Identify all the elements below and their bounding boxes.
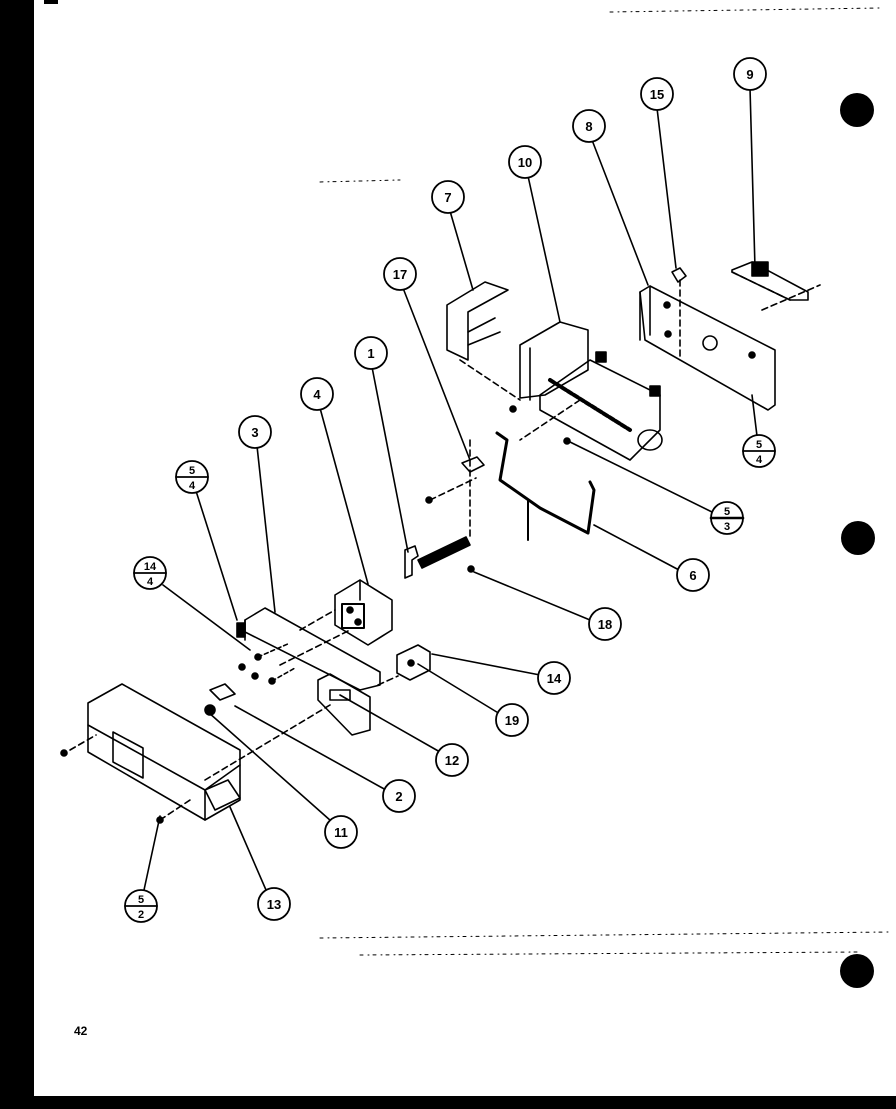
part-1-switch: [404, 536, 475, 579]
part-19-capacitor: [377, 644, 431, 686]
part-8-mounting-plate: [639, 279, 821, 411]
callout-19: 19: [495, 703, 529, 737]
callout-5-2: 5 2: [124, 889, 158, 923]
callouts: 9 15 8 10 7 17 1 4 3 5 4 14 4 5 4 5 3 6 …: [124, 57, 776, 923]
callout-10: 10: [508, 145, 542, 179]
svg-text:15: 15: [650, 87, 664, 102]
callout-11: 11: [324, 815, 358, 849]
callout-9: 9: [733, 57, 767, 91]
svg-text:3: 3: [251, 425, 258, 440]
callout-1: 1: [354, 336, 388, 370]
svg-text:3: 3: [724, 521, 730, 533]
svg-text:8: 8: [585, 119, 592, 134]
svg-text:17: 17: [393, 267, 407, 282]
svg-text:2: 2: [138, 909, 144, 921]
callout-2: 2: [382, 779, 416, 813]
callout-14-4: 14 4: [133, 556, 167, 590]
callout-13: 13: [257, 887, 291, 921]
svg-text:5: 5: [724, 506, 730, 518]
part-9-bracket: [731, 261, 809, 301]
callout-3: 3: [238, 415, 272, 449]
part-3-housing-plate: [236, 607, 381, 691]
svg-text:4: 4: [313, 387, 321, 402]
callout-7: 7: [431, 180, 465, 214]
callout-14: 14: [537, 661, 571, 695]
svg-text:6: 6: [689, 568, 696, 583]
svg-text:4: 4: [756, 454, 763, 466]
callout-17: 17: [383, 257, 417, 291]
svg-text:14: 14: [547, 671, 562, 686]
svg-text:13: 13: [267, 897, 281, 912]
svg-text:18: 18: [598, 617, 612, 632]
svg-text:19: 19: [505, 713, 519, 728]
svg-text:10: 10: [518, 155, 532, 170]
binding-hole-middle: [841, 521, 875, 555]
page-number: 42: [74, 1024, 88, 1038]
callout-5-4-right: 5 4: [742, 434, 776, 468]
binding-hole-bottom: [840, 954, 874, 988]
svg-text:14: 14: [144, 561, 157, 573]
svg-text:5: 5: [756, 439, 762, 451]
svg-text:12: 12: [445, 753, 459, 768]
part-17-bracket: [425, 439, 485, 541]
callout-5-3: 5 3: [709, 501, 745, 535]
part-6-wire: [495, 431, 596, 541]
svg-text:4: 4: [189, 480, 196, 492]
svg-text:5: 5: [138, 894, 144, 906]
svg-text:9: 9: [746, 67, 753, 82]
svg-text:5: 5: [189, 465, 195, 477]
part-4-motor: [334, 579, 393, 646]
scan-noise: [319, 7, 891, 956]
callout-15: 15: [640, 77, 674, 111]
callout-12: 12: [435, 743, 469, 777]
scan-edge-left: [0, 0, 34, 1109]
part-12-plate: [317, 673, 371, 736]
scan-edge-bottom: [0, 1096, 896, 1109]
part-13-housing: [60, 683, 331, 824]
svg-text:4: 4: [147, 576, 154, 588]
binding-hole-top: [840, 93, 874, 127]
screws-cluster: [204, 642, 296, 716]
svg-text:7: 7: [444, 190, 451, 205]
part-10-icemaker: [509, 321, 663, 461]
callout-4: 4: [300, 377, 334, 411]
callout-5-4-left: 5 4: [175, 460, 209, 494]
part-15-clip: [671, 267, 687, 283]
part-7-cover: [446, 281, 521, 401]
leader-lines: [143, 87, 758, 891]
callout-6: 6: [676, 558, 710, 592]
svg-text:2: 2: [395, 789, 402, 804]
svg-text:1: 1: [367, 346, 374, 361]
scan-mark-top: [44, 0, 58, 4]
callout-8: 8: [572, 109, 606, 143]
svg-text:11: 11: [334, 825, 348, 840]
callout-18: 18: [588, 607, 622, 641]
